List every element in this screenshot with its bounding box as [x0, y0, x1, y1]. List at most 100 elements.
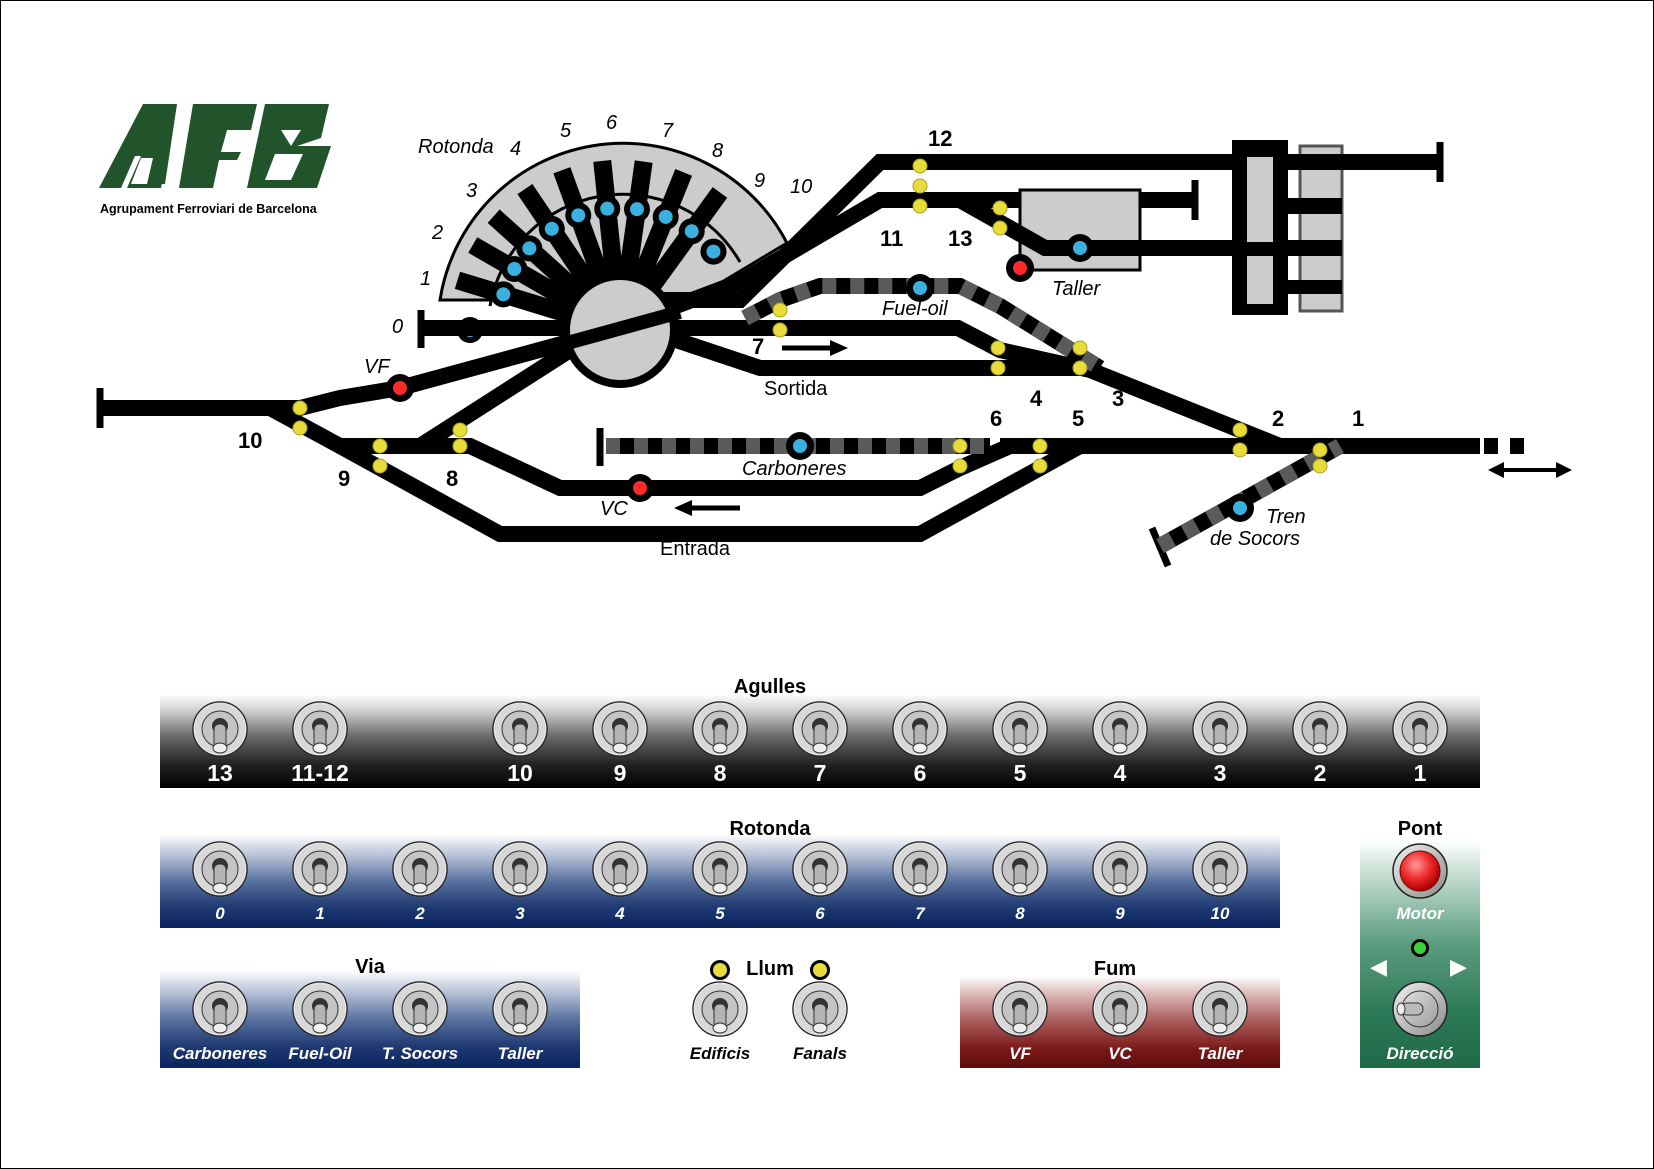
agulles-toggle-label: 3: [1213, 760, 1227, 786]
switch-number-label: 13: [948, 226, 973, 251]
fum-toggle-label: VC: [1108, 1044, 1132, 1063]
arrow-right-icon: [782, 340, 848, 356]
rotonda-toggle-label: 9: [1115, 904, 1125, 923]
rotonda-track-label: 6: [606, 112, 618, 134]
switch-indicator: [772, 302, 788, 318]
vf-label: VF: [364, 356, 390, 378]
rotonda-toggle-label: 7: [915, 904, 925, 923]
agulles-toggle-label: 13: [207, 760, 233, 786]
switch-indicator: [292, 400, 308, 416]
agulles-toggle-11-12[interactable]: [291, 700, 349, 758]
switch-number-label: 12: [928, 126, 953, 151]
switch-indicator: [992, 200, 1008, 216]
rotonda-toggle-3[interactable]: [491, 840, 549, 898]
rotonda-toggle-4[interactable]: [591, 840, 649, 898]
agulles-toggle-9[interactable]: [591, 700, 649, 758]
llum-edificis-led: [710, 960, 730, 980]
rotonda-toggle-2[interactable]: [391, 840, 449, 898]
via-title: Via: [355, 956, 385, 978]
rotonda-toggle-6[interactable]: [791, 840, 849, 898]
sortida-label: Sortida: [764, 378, 828, 400]
rotonda-toggle-1[interactable]: [291, 840, 349, 898]
sensor-light: [496, 287, 511, 302]
switch-indicator: [1312, 442, 1328, 458]
fum-toggle-vf[interactable]: [991, 980, 1049, 1038]
agulles-toggle-label: 1: [1413, 760, 1427, 786]
rotonda-toggle-8[interactable]: [991, 840, 1049, 898]
agulles-toggle-4[interactable]: [1091, 700, 1149, 758]
agulles-toggle-1[interactable]: [1391, 700, 1449, 758]
turntable-bridge: [558, 305, 682, 352]
switch-indicator: [1032, 438, 1048, 454]
rotonda-toggle-7[interactable]: [891, 840, 949, 898]
direction-label: Direcció: [1386, 1044, 1454, 1063]
fum-toggle-vc[interactable]: [1091, 980, 1149, 1038]
via-toggle-fuel-oil[interactable]: [291, 980, 349, 1038]
vc-label: VC: [600, 498, 628, 520]
rotonda-title: Rotonda: [729, 818, 811, 840]
agulles-toggle-3[interactable]: [1191, 700, 1249, 758]
via-toggle-label: T. Socors: [381, 1044, 459, 1063]
track-vf: [100, 320, 623, 416]
switch-indicator: [1032, 458, 1048, 474]
llum-toggle-label: Edificis: [689, 1044, 751, 1063]
rotonda-toggle-5[interactable]: [691, 840, 749, 898]
buffer-stops: [96, 142, 1444, 568]
buffer-stop: [1148, 526, 1172, 568]
fum-title: Fum: [1093, 958, 1137, 980]
pont-title: Pont: [1397, 818, 1443, 840]
arrow-left-icon: [674, 500, 740, 516]
agulles-toggle-5[interactable]: [991, 700, 1049, 758]
rotonda-track-label: 9: [754, 170, 766, 192]
via-toggle-carboneres[interactable]: [191, 980, 249, 1038]
fuel-oil-label: Fuel-oil: [882, 298, 948, 320]
agulles-toggle-label: 4: [1113, 760, 1127, 786]
switch-number-label: 1: [1352, 406, 1365, 431]
fum-toggle-taller[interactable]: [1191, 980, 1249, 1038]
fum-toggle-label: Taller: [1197, 1044, 1243, 1063]
switch-indicator: [912, 178, 928, 194]
dashed-tracks: [606, 278, 1344, 553]
llum-fanals-led: [810, 960, 830, 980]
switch-number-label: 9: [338, 466, 351, 491]
rotonda-toggle-10[interactable]: [1191, 840, 1249, 898]
via-toggle-t-socors[interactable]: [391, 980, 449, 1038]
sensors: [386, 234, 1254, 522]
direction-toggle[interactable]: [1391, 980, 1449, 1038]
logo-subtitle: Agrupament Ferroviari de Barcelona: [100, 202, 317, 216]
llum-toggle-label: Fanals: [793, 1044, 847, 1063]
track-sortida: [637, 320, 1100, 376]
switch-indicators: [292, 158, 1328, 474]
agulles-toggle-label: 9: [613, 760, 627, 786]
afb-logo: [99, 104, 331, 188]
motor-button[interactable]: [1391, 842, 1449, 900]
agulles-toggle-2[interactable]: [1291, 700, 1349, 758]
agulles-toggle-10[interactable]: [491, 700, 549, 758]
via-toggle-label: Carboneres: [172, 1044, 268, 1063]
switch-indicator: [952, 438, 968, 454]
rotonda-track-label: 5: [560, 120, 572, 142]
sensor-light: [522, 241, 537, 256]
agulles-toggle-7[interactable]: [791, 700, 849, 758]
switch-indicator: [1072, 340, 1088, 356]
agulles-toggle-13[interactable]: [191, 700, 249, 758]
rotonda-toggle-9[interactable]: [1091, 840, 1149, 898]
sensor-light: [571, 208, 586, 223]
switch-indicator: [912, 158, 928, 174]
switch-indicator: [452, 438, 468, 454]
switch-indicator: [372, 458, 388, 474]
left-arrow-icon: ◀: [1370, 954, 1387, 979]
rotonda-toggle-label: 1: [315, 904, 325, 923]
rotonda-toggle-0[interactable]: [191, 840, 249, 898]
via-toggle-taller[interactable]: [491, 980, 549, 1038]
rotonda-toggle-label: 5: [715, 904, 725, 923]
agulles-toggle-6[interactable]: [891, 700, 949, 758]
sensor-light: [706, 244, 721, 259]
sensor-light: [600, 201, 615, 216]
rotonda-track-label: 0: [392, 316, 404, 338]
logo-letter-f: [179, 104, 257, 188]
llum-toggle-fanals[interactable]: [791, 980, 849, 1038]
switch-indicator: [1232, 422, 1248, 438]
agulles-toggle-8[interactable]: [691, 700, 749, 758]
llum-toggle-edificis[interactable]: [691, 980, 749, 1038]
